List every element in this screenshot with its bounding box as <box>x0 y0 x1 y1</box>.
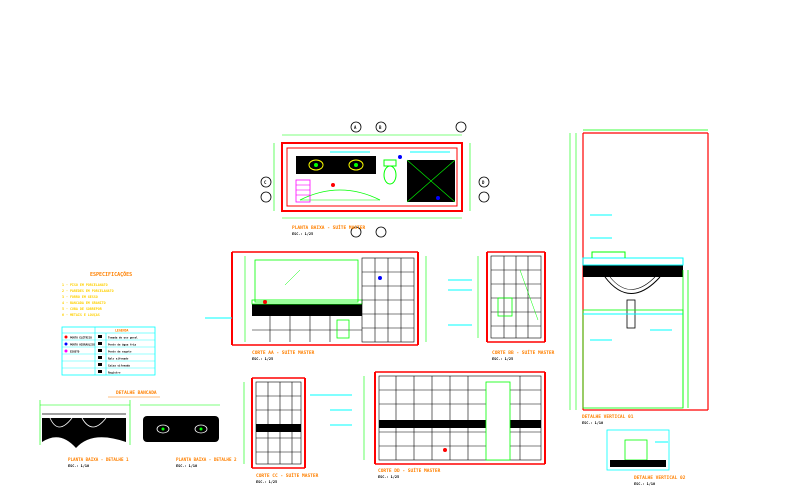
section-b-title: CORTE BB - SUÍTE MASTER <box>492 348 555 356</box>
legend-title: LEGENDA <box>115 329 129 333</box>
legend-row-4-desc: Ralo sifonado <box>108 357 129 361</box>
detail-vertical-2-scale: ESC.: 1/10 <box>634 482 655 486</box>
legend-row-3-desc: Ponto de esgoto <box>108 350 132 354</box>
detail-vertical-title: DETALHE VERTICAL 01 <box>582 414 634 420</box>
section-a-title: CORTE AA - SUÍTE MASTER <box>252 348 315 356</box>
section-d-title: CORTE DD - SUÍTE MASTER <box>378 466 441 474</box>
note-line-3: 3 - FORRO EM GESSO <box>62 295 98 299</box>
basin-detail-1 <box>39 400 131 448</box>
detail-vertical-2-title: DETALHE VERTICAL 02 <box>634 475 686 481</box>
notes-block: ESPECIFICAÇÕES 1 - PISO EM PORCELANATO 2… <box>62 271 132 317</box>
note-line-6: 6 - METAIS E LOUÇAS <box>62 313 100 317</box>
legend-row-2-label: PONTO HIDRÁULICO <box>70 342 95 347</box>
section-b-scale: ESC.: 1/25 <box>492 357 513 361</box>
section-a <box>205 251 427 346</box>
notes-title: ESPECIFICAÇÕES <box>90 271 132 278</box>
legend-row-2-desc: Ponto de água fria <box>108 343 137 347</box>
vertical-detail-2 <box>606 429 670 471</box>
detail-bancada-title: DETALHE BANCADA <box>116 390 157 396</box>
basin-plan-scale: ESC.: 1/10 <box>68 464 89 468</box>
detail-vertical-scale: ESC.: 1/10 <box>582 421 603 425</box>
legend-row-1-desc: Tomada de uso geral <box>108 336 138 340</box>
plan-title: PLANTA BAIXA - SUÍTE MASTER <box>292 223 365 231</box>
marker-c: C <box>264 180 267 185</box>
legend-row-6-desc: Registro <box>108 371 121 375</box>
marker-d: D <box>482 180 485 185</box>
section-a-scale: ESC.: 1/25 <box>252 357 273 361</box>
basin-plan-2-title: PLANTA BAIXA - DETALHE 2 <box>176 457 237 462</box>
note-line-2: 2 - PAREDES EM PORCELANATO <box>62 289 114 293</box>
legend-row-5-desc: Caixa sifonada <box>108 364 130 368</box>
note-line-5: 5 - CUBA DE SOBREPOR <box>62 307 102 311</box>
section-d-scale: ESC.: 1/25 <box>378 475 399 479</box>
legend-row-1-label: PONTO ELÉTRICO <box>70 335 92 340</box>
basin-plan-title: PLANTA BAIXA - DETALHE 1 <box>68 457 129 462</box>
section-c-title: CORTE CC - SUÍTE MASTER <box>256 471 319 479</box>
floor-plan <box>260 121 490 238</box>
marker-a: A <box>354 125 357 130</box>
vertical-detail <box>569 129 709 411</box>
section-c <box>243 377 330 469</box>
legend-row-3-label: ESGOTO <box>70 350 80 354</box>
basin-detail-2 <box>140 404 220 442</box>
note-line-4: 4 - BANCADA EM GRANITO <box>62 301 106 305</box>
section-b <box>448 251 546 343</box>
basin-plan-2-scale: ESC.: 1/10 <box>176 464 197 468</box>
plan-scale: ESC.: 1/25 <box>292 232 313 236</box>
section-d <box>330 371 546 465</box>
marker-b: B <box>379 125 382 130</box>
legend-table: LEGENDA PONTO ELÉTRICO PONTO HIDRÁULICO … <box>61 326 156 376</box>
note-line-1: 1 - PISO EM PORCELANATO <box>62 283 108 287</box>
section-c-scale: ESC.: 1/25 <box>256 480 277 484</box>
